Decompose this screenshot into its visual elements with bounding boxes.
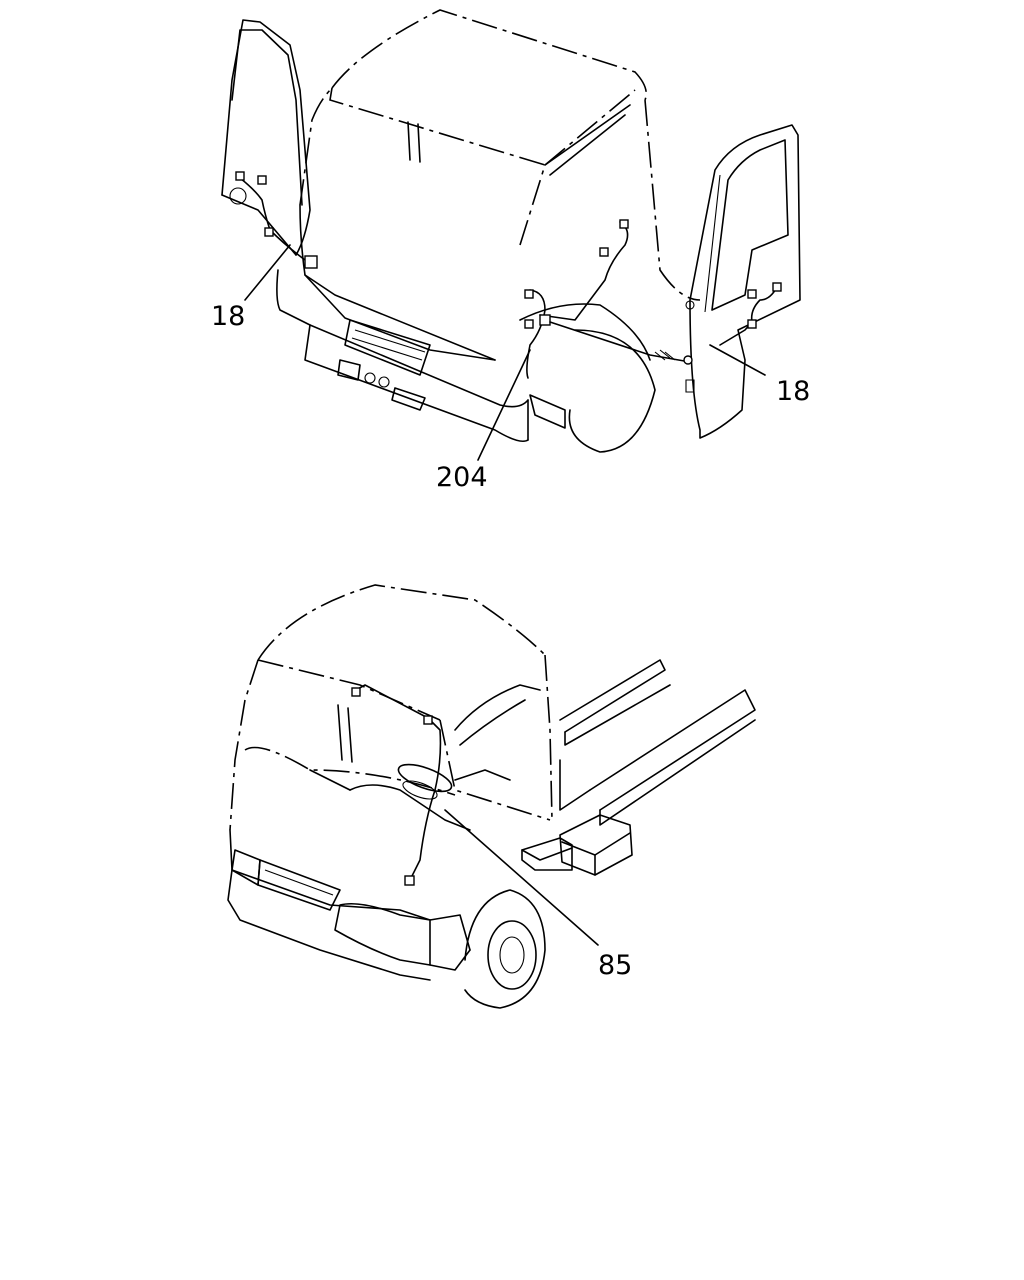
callout-left-door: 18 [211,301,245,332]
cab-front-chassis-illustration [227,584,756,1009]
callout-roof-harness: 85 [598,950,632,981]
leader-left-door [244,244,291,301]
callout-cab-front: 204 [436,462,488,493]
callout-right-door: 18 [776,376,810,407]
leader-cab-front [477,349,531,461]
callout-leaders [244,244,766,946]
leader-right-door [709,344,766,376]
leader-roof-harness [444,809,599,946]
cab-with-open-doors-illustration [221,9,801,453]
